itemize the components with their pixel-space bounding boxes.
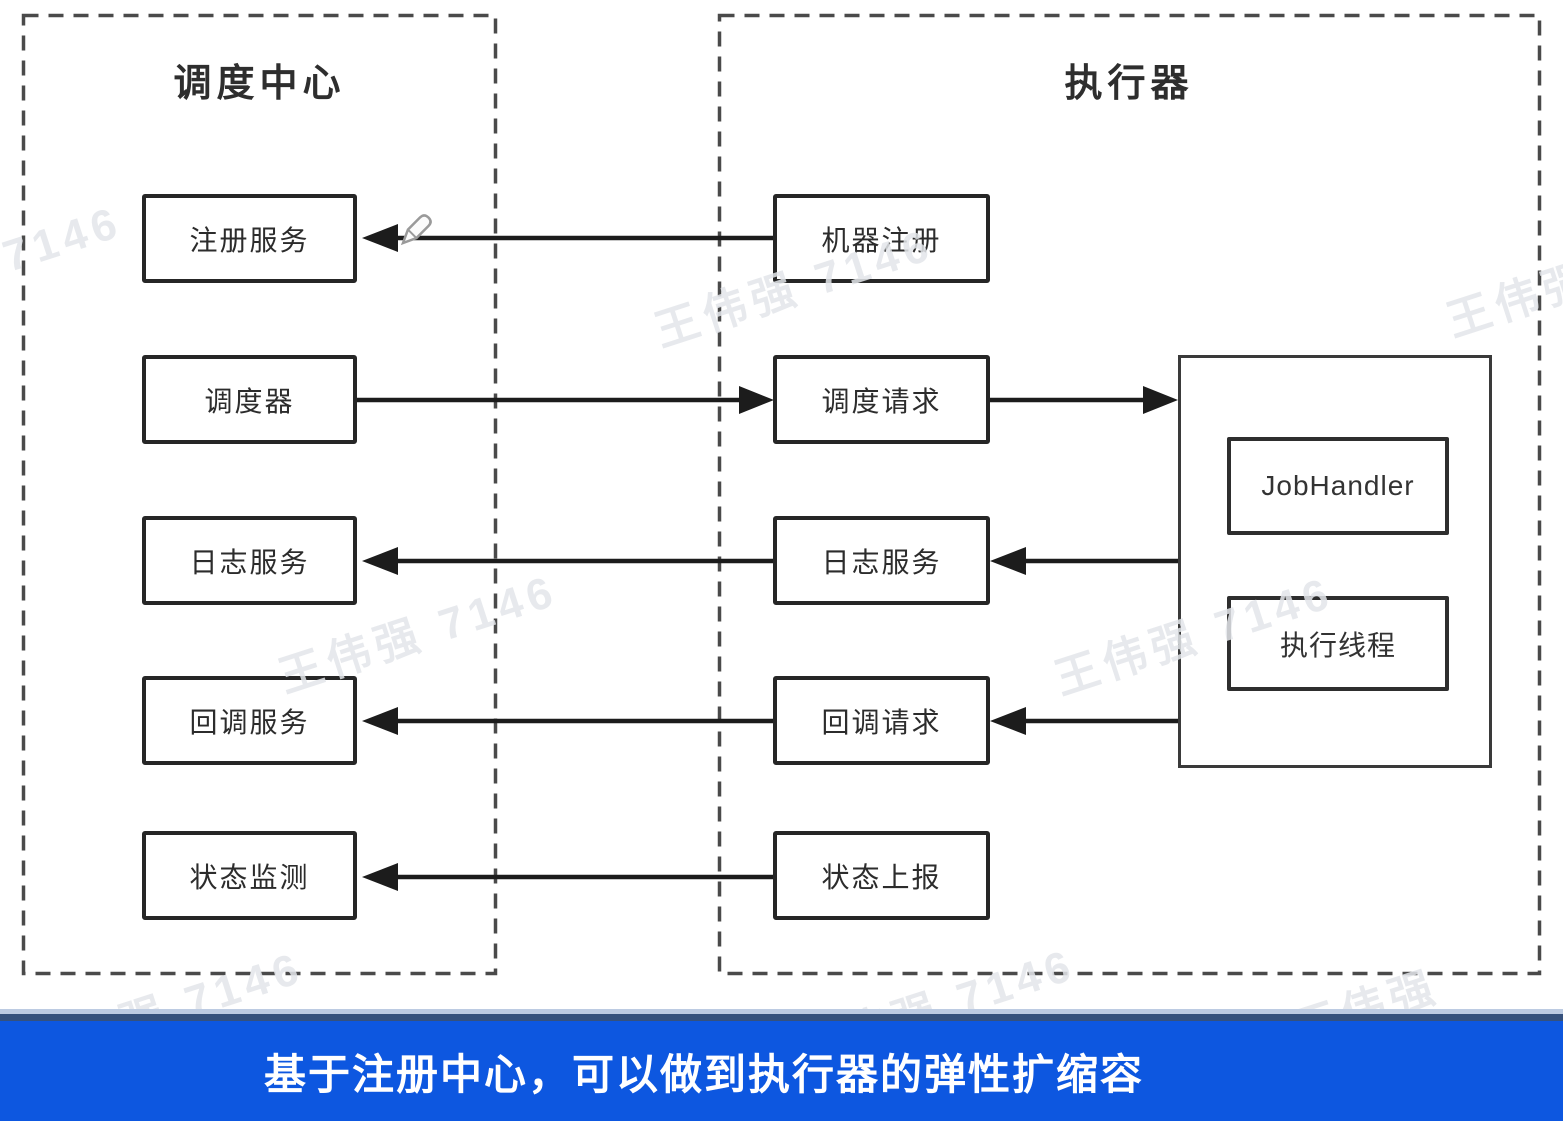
caption-banner: 基于注册中心，可以做到执行器的弹性扩缩容 <box>0 1021 1563 1121</box>
watermark: 7146 <box>0 197 129 282</box>
node-jobhandler: JobHandler <box>1227 437 1449 535</box>
node-status-monitor: 状态监测 <box>142 831 357 920</box>
arrow-scheduler-to-schedule-request <box>357 386 774 414</box>
arrow-machine-register-to-register-service <box>362 224 773 252</box>
node-log-service-left: 日志服务 <box>142 516 357 605</box>
node-machine-register: 机器注册 <box>773 194 990 283</box>
caption-text: 基于注册中心，可以做到执行器的弹性扩缩容 <box>263 1050 1144 1098</box>
node-callback-request: 回调请求 <box>773 676 990 765</box>
node-status-report: 状态上报 <box>773 831 990 920</box>
scheduler-center-title: 调度中心 <box>173 63 346 105</box>
scheduler-center-frame <box>21 13 498 976</box>
arrow-schedule-request-to-executor-box <box>990 386 1178 414</box>
arrow-executor-box-to-callback-request <box>990 707 1178 735</box>
node-log-service-right: 日志服务 <box>773 516 990 605</box>
node-callback-service: 回调服务 <box>142 676 357 765</box>
arrow-log-service-right-to-left <box>362 547 773 575</box>
banner-top-light-line <box>0 1009 1563 1014</box>
node-register-service: 注册服务 <box>142 194 357 283</box>
executor-title: 执行器 <box>1064 63 1194 105</box>
arrow-callback-request-to-callback-service <box>362 707 773 735</box>
arrow-executor-box-to-log-service <box>990 547 1178 575</box>
node-schedule-request: 调度请求 <box>773 355 990 444</box>
executor-internal-box: JobHandler 执行线程 <box>1178 355 1492 768</box>
arrow-status-report-to-status-monitor <box>362 863 773 891</box>
banner-top-dark-line <box>0 1014 1563 1021</box>
pen-cursor-icon <box>400 214 432 246</box>
watermark: 王伟强 7146 <box>1440 210 1563 347</box>
node-execute-thread: 执行线程 <box>1227 596 1449 691</box>
node-scheduler: 调度器 <box>142 355 357 444</box>
